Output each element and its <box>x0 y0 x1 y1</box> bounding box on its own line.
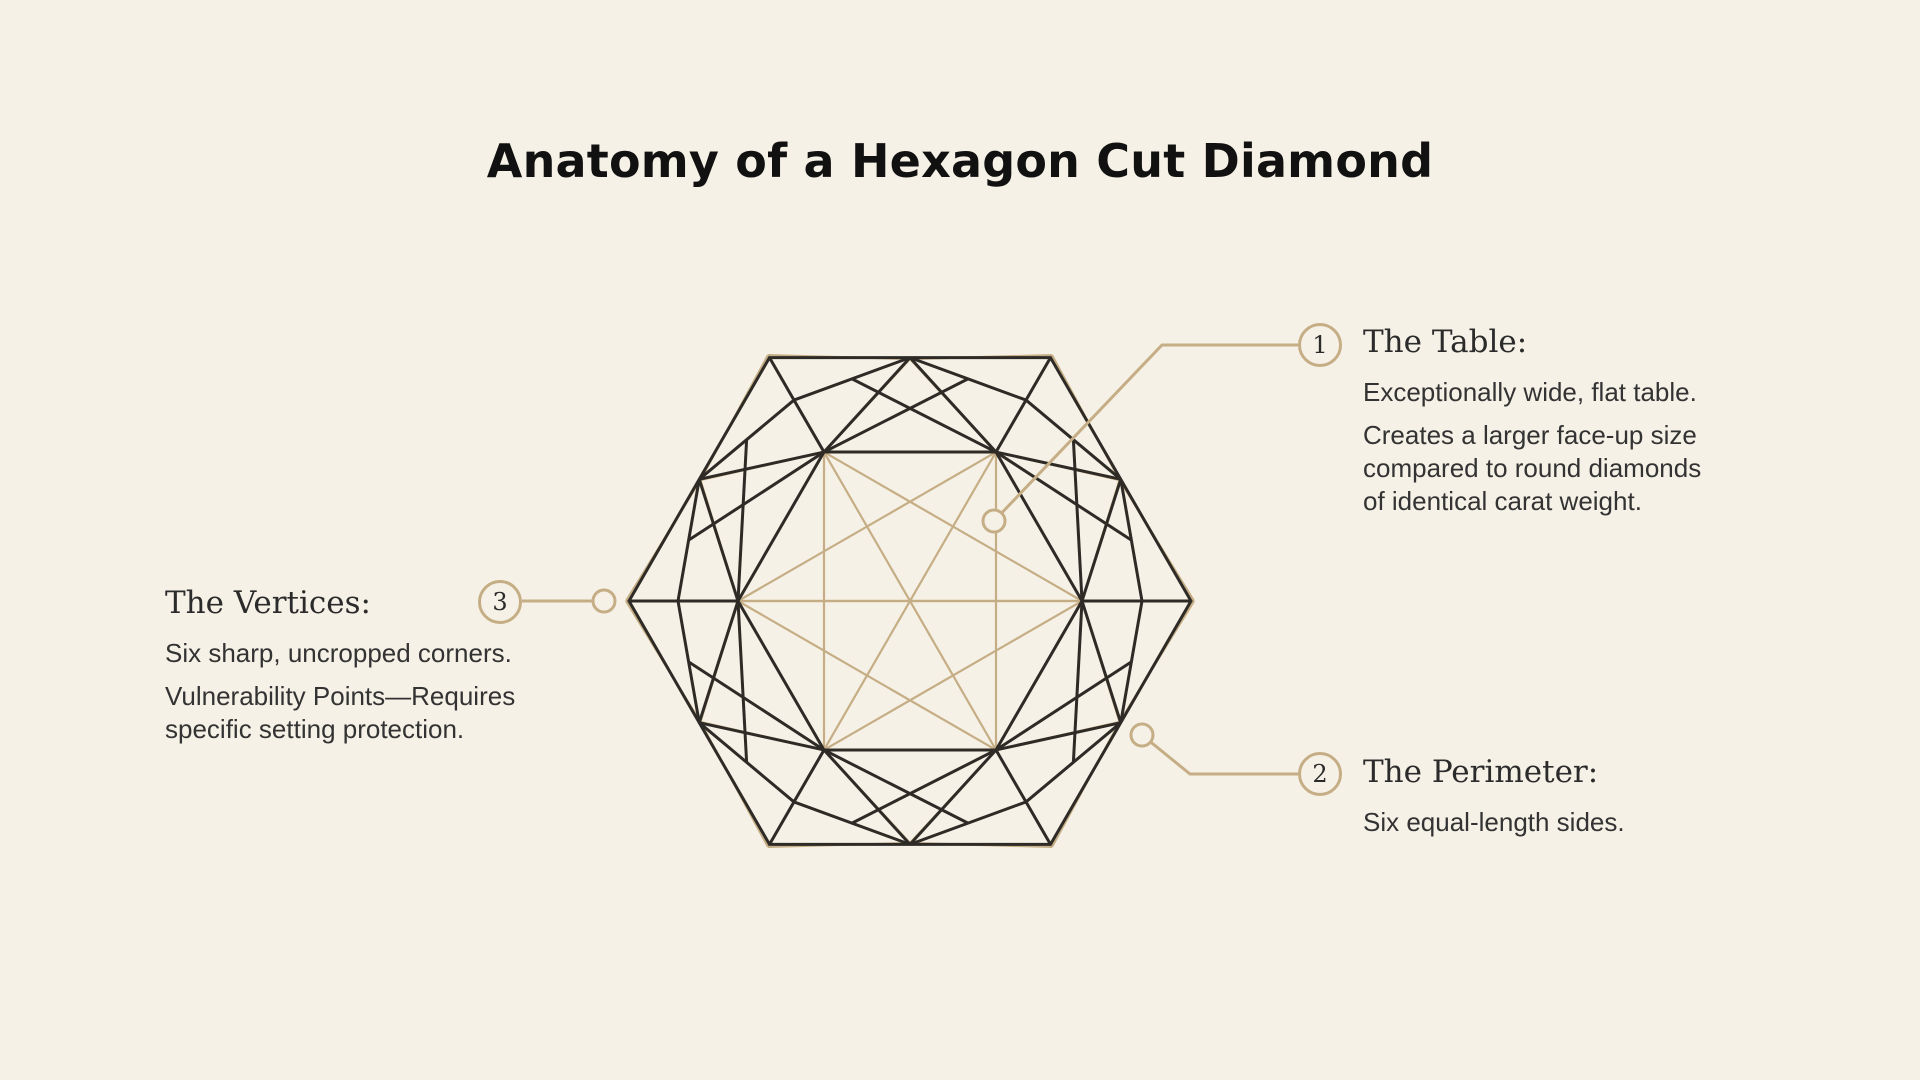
bezel-facet-edge <box>851 748 997 825</box>
crown-facet-edge <box>822 748 912 846</box>
crown-facet-edge <box>1024 801 1052 846</box>
bezel-facet-edge <box>823 748 969 825</box>
diagram-title: Anatomy of a Hexagon Cut Diamond <box>486 134 1434 188</box>
bezel-facet-edge <box>1071 600 1084 763</box>
crown-facet-edge <box>768 801 796 846</box>
crown-facet-edge <box>908 356 998 454</box>
callout-3-leader-dot <box>591 588 617 614</box>
crown-facet-edge <box>822 356 912 454</box>
callout-1-number-badge: 1 <box>1298 323 1342 367</box>
crown-facet-edge <box>792 399 826 453</box>
callout-vertices-heading: The Vertices: <box>165 585 371 621</box>
crown-facet-edge <box>697 600 740 724</box>
crown-facet-edge <box>995 721 1122 752</box>
bezel-facet-edge <box>736 439 749 602</box>
callout-1-leader-dot <box>981 508 1007 534</box>
callout-vertices-line: Six sharp, uncropped corners. <box>165 638 512 668</box>
callout-perimeter-heading: The Perimeter: <box>1363 754 1599 790</box>
crown-facet-edge <box>698 721 825 752</box>
bezel-facet-edge <box>1071 439 1084 602</box>
crown-facet-edge <box>908 748 998 846</box>
bezel-facet-edge <box>687 660 825 752</box>
callout-table: The Table: Exceptionally wide, flat tabl… <box>1363 322 1701 518</box>
callout-table-line: Creates a larger face-up size <box>1363 420 1697 450</box>
callout-table-line: Exceptionally wide, flat table. <box>1363 377 1697 407</box>
callout-table-heading: The Table: <box>1363 324 1528 360</box>
callout-vertices-line: specific setting protection. <box>165 714 465 744</box>
callout-table-line: of identical carat weight. <box>1363 486 1642 516</box>
bezel-facet-edge <box>995 660 1133 752</box>
crown-facet-edge <box>697 478 740 602</box>
crown-facet-edge <box>792 749 826 803</box>
callout-vertices: The Vertices: Six sharp, uncropped corne… <box>165 583 515 746</box>
callout-2-number-badge: 2 <box>1298 752 1342 796</box>
crown-facet-edge <box>994 399 1028 453</box>
crown-facet-edge <box>698 450 825 481</box>
dark-facet-lines <box>627 356 1193 846</box>
callout-1-leader-line <box>992 343 1298 523</box>
callout-perimeter-line: Six equal-length sides. <box>1363 807 1625 837</box>
bezel-facet-edge <box>736 600 749 763</box>
bezel-facet-edge <box>995 450 1133 542</box>
crown-facet-edge <box>1024 356 1052 401</box>
callout-3-number-badge: 3 <box>478 580 522 624</box>
callout-2-leader-dot <box>1129 722 1155 748</box>
crown-facet-edge <box>994 749 1028 803</box>
callout-perimeter: The Perimeter: Six equal-length sides. <box>1363 752 1625 839</box>
callout-table-line: compared to round diamonds <box>1363 453 1702 483</box>
bezel-facet-edge <box>687 450 825 542</box>
callout-vertices-line: Vulnerability Points—Requires <box>165 681 516 711</box>
callout-leader-lines <box>522 343 1298 776</box>
callout-2-leader-line <box>1141 733 1298 776</box>
crown-facet-edge <box>1080 478 1123 602</box>
crown-facet-edge <box>768 356 796 401</box>
crown-facet-edge <box>995 450 1122 481</box>
bezel-facet-edge <box>823 377 969 454</box>
bezel-facet-edge <box>851 377 997 454</box>
crown-facet-edge <box>1080 600 1123 724</box>
